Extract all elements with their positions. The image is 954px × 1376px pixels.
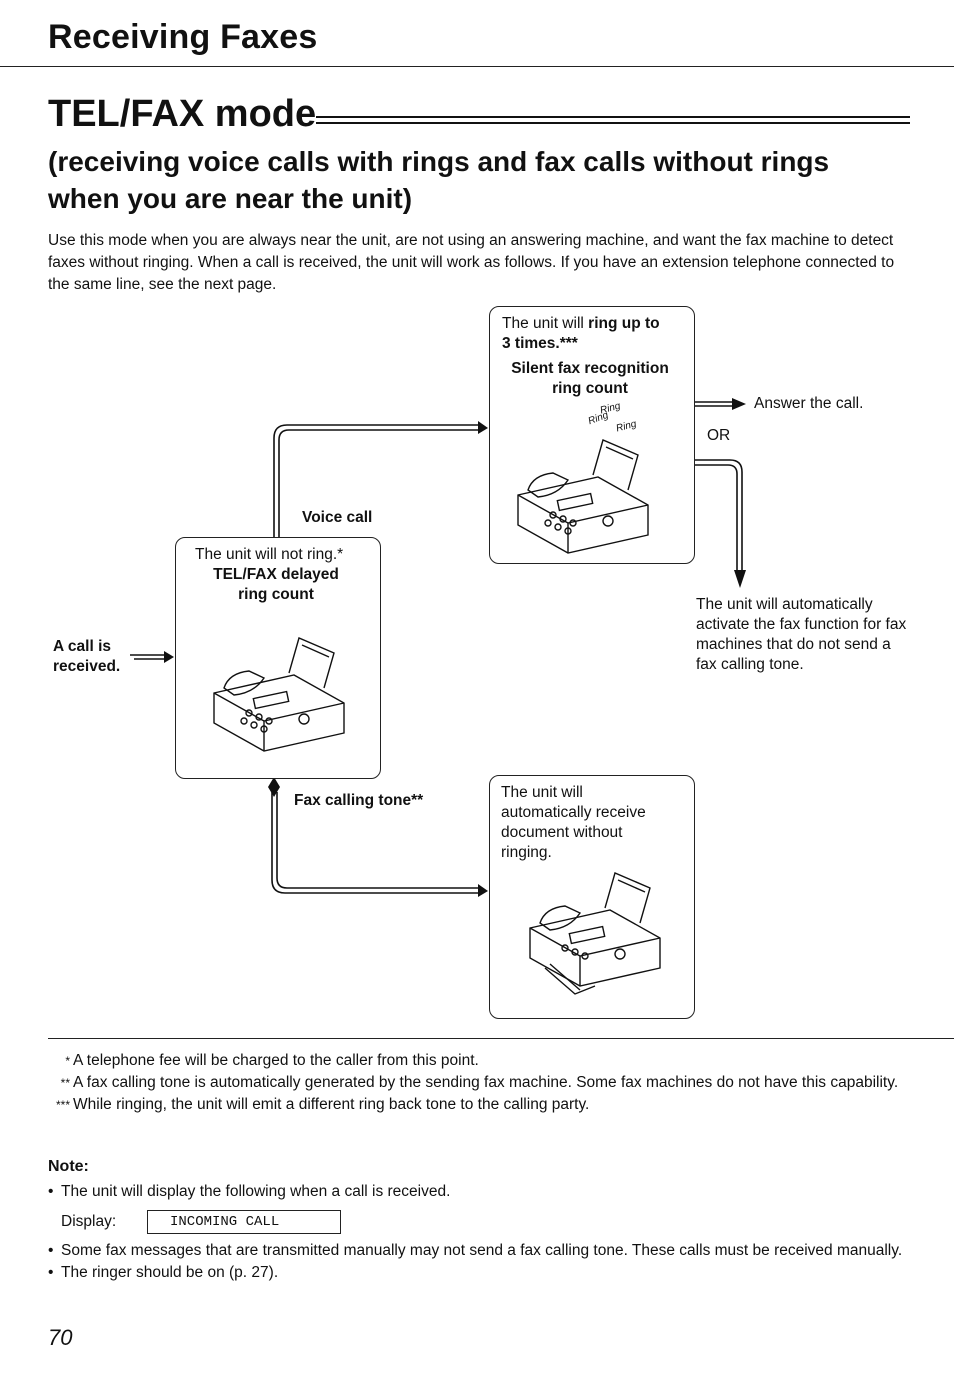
- delayed-count-label: TEL/FAX delayed ring count: [213, 566, 339, 603]
- auto-receive-text: The unit will automatically receive docu…: [501, 784, 646, 861]
- ring-times-text: 3 times.***: [502, 335, 578, 352]
- receiving-fax-machine-icon: [529, 872, 661, 995]
- note-list: •The unit will display the following whe…: [48, 1181, 918, 1284]
- display-row: Display: INCOMING CALL: [61, 1210, 918, 1234]
- footnote-divider: [48, 1038, 954, 1039]
- page-number: 70: [48, 1325, 73, 1350]
- call-received-label: A call is received.: [53, 638, 121, 675]
- auto-fax-text: The unit will automatically activate the…: [696, 596, 907, 673]
- section-title: Receiving Faxes: [48, 18, 318, 56]
- note-title: Note:: [48, 1158, 89, 1175]
- footnote-3: ***While ringing, the unit will emit a d…: [55, 1096, 590, 1113]
- voice-call-label: Voice call: [302, 509, 373, 526]
- note-bullet-1: •The unit will display the following whe…: [48, 1183, 451, 1200]
- mode-title: TEL/FAX mode: [48, 93, 317, 135]
- title-double-rule: [316, 116, 910, 124]
- ring-count-box: The unit will ring up to 3 times.*** Sil…: [489, 306, 695, 564]
- note-bullet-2: •Some fax messages that are transmitted …: [48, 1242, 903, 1259]
- silent-recognition-label: Silent fax recognition ring count: [511, 360, 669, 397]
- mode-subtitle: (receiving voice calls with rings and fa…: [48, 146, 830, 214]
- note-bullet-3: •The ringer should be on (p. 27).: [48, 1264, 279, 1281]
- no-ring-text: The unit will not ring.*: [195, 546, 344, 563]
- ringing-fax-machine-icon: [517, 439, 649, 554]
- footnote-1: *A telephone fee will be charged to the …: [65, 1052, 479, 1069]
- fax-machine-icon: [213, 637, 345, 752]
- display-readout: INCOMING CALL: [147, 1210, 341, 1234]
- footnote-2: **A fax calling tone is automatically ge…: [60, 1074, 899, 1091]
- header-rule: [0, 66, 954, 67]
- ring-up-text: The unit will ring up to: [502, 315, 660, 332]
- fax-calling-tone-label: Fax calling tone**: [294, 792, 424, 809]
- footnotes: *A telephone fee will be charged to the …: [48, 1050, 918, 1116]
- display-label: Display:: [61, 1213, 117, 1230]
- answer-call-label: Answer the call.: [754, 395, 864, 412]
- or-label: OR: [707, 427, 731, 444]
- flow-connectors: [130, 398, 746, 897]
- intro-paragraph: Use this mode when you are always near t…: [48, 232, 895, 293]
- auto-receive-box: The unit will automatically receive docu…: [489, 775, 695, 1019]
- tel-fax-delay-box: The unit will not ring.* TEL/FAX delayed…: [175, 537, 381, 779]
